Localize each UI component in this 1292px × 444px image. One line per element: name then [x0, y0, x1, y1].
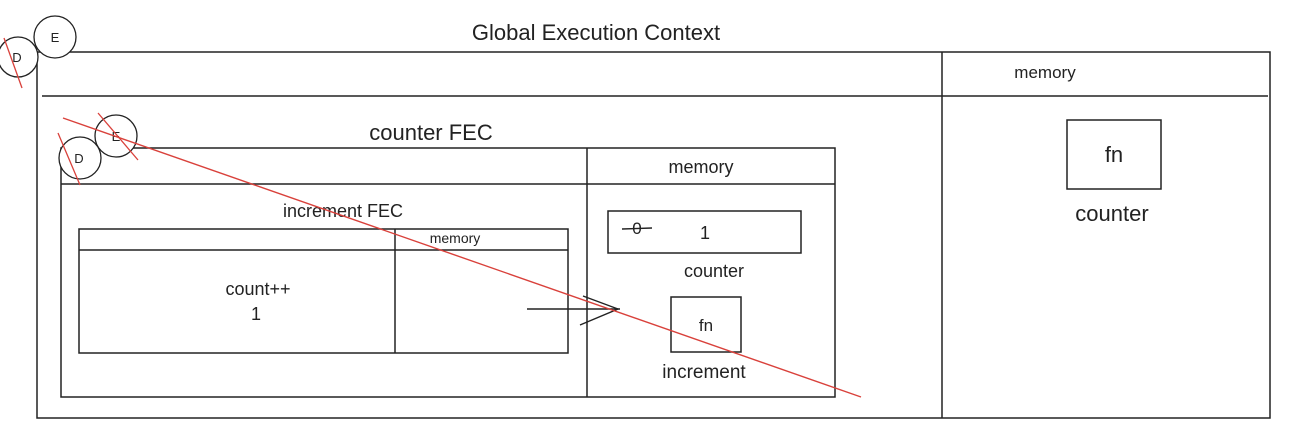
increment-code-line-2: 1	[251, 304, 261, 324]
counter-fec-box	[60, 147, 836, 398]
global-counter-fn-value: fn	[1105, 142, 1123, 167]
global-stack-d-strike	[3, 37, 23, 89]
increment-fn-box	[670, 296, 742, 353]
global-context-box	[36, 51, 1271, 419]
counter-fec-title: counter FEC	[369, 120, 493, 145]
global-stack-d-label: D	[12, 50, 21, 65]
global-stack-circle-e	[33, 15, 77, 59]
count-new-value: 1	[700, 223, 710, 243]
global-memory-label: memory	[1014, 63, 1076, 82]
count-var-name: counter	[684, 261, 744, 281]
increment-fn-value: fn	[699, 316, 713, 335]
counter-fec-memory-label: memory	[668, 157, 733, 177]
counter-fec-strike-line	[62, 117, 862, 398]
global-counter-name: counter	[1075, 201, 1148, 226]
global-counter-fn-box	[1066, 119, 1162, 190]
global-title: Global Execution Context	[472, 20, 720, 45]
counter-stack-circle-d	[58, 136, 102, 180]
increment-fec-box	[78, 228, 569, 354]
increment-var-name: increment	[662, 362, 746, 383]
increment-fec-memory-label: memory	[430, 230, 481, 246]
count-var-box	[607, 210, 802, 254]
global-stack-e-label: E	[51, 30, 60, 45]
counter-stack-d-label: D	[74, 151, 83, 166]
arrow-icon	[527, 295, 620, 326]
increment-code-line-1: count++	[225, 279, 290, 299]
counter-stack-d-strike	[57, 132, 81, 186]
increment-fec-title: increment FEC	[283, 201, 403, 221]
count-old-value-strike	[621, 227, 653, 230]
